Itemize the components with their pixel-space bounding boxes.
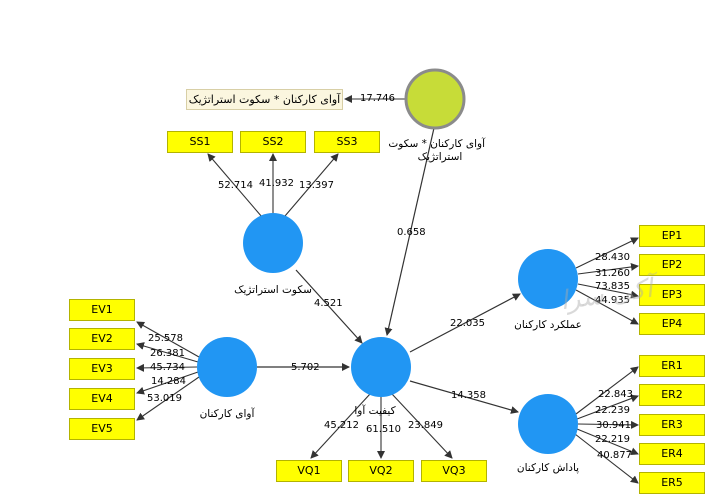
indicator-ev3[interactable]: EV3 [69,358,135,380]
loading-value-ev3: 45.734 [150,362,185,373]
indicator-ss1[interactable]: SS1 [167,131,233,153]
loading-value-ev5: 53.019 [147,393,182,404]
indicator-er2[interactable]: ER2 [639,384,705,406]
loading-ss3 [284,153,339,217]
indicator-vq3[interactable]: VQ3 [421,460,487,482]
loading-value-vq3: 23.849 [408,420,443,431]
indicator-vq1[interactable]: VQ1 [276,460,342,482]
construct-interaction-node[interactable] [404,68,466,130]
construct-vq-node[interactable] [351,337,411,397]
loading-value-ev2: 26.381 [150,348,185,359]
loading-value-ep2: 31.260 [595,268,630,279]
interaction-term-box[interactable]: آوای کارکنان * سکوت استراتژیک [186,89,343,110]
path-value-inter-vq: 0.658 [397,227,426,238]
indicator-ss2[interactable]: SS2 [240,131,306,153]
indicator-ep1[interactable]: EP1 [639,225,705,247]
loading-ev3 [136,363,198,372]
loading-value-ss3: 13.397 [299,180,334,191]
indicator-ev1[interactable]: EV1 [69,299,135,321]
loading-value-ep1: 28.430 [595,252,630,263]
construct-ev-label: آوای کارکنان [199,408,255,420]
loading-er1 [575,366,639,415]
loading-ev5 [136,376,200,421]
construct-interaction-label-1: آوای کارکنان * سکوت [388,138,485,150]
indicator-ss3[interactable]: SS3 [314,131,380,153]
indicator-ep2[interactable]: EP2 [639,254,705,276]
loading-er5 [574,433,639,484]
construct-interaction-label-2: استراتژیک [417,151,463,163]
loading-value-er4: 22.219 [595,434,630,445]
loading-value-ev1: 25.578 [148,333,183,344]
construct-ep-label: عملکرد کارکنان [514,319,582,331]
loading-value-vq1: 45.212 [324,420,359,431]
indicator-er3[interactable]: ER3 [639,414,705,436]
indicator-ep4[interactable]: EP4 [639,313,705,335]
construct-ss-label: سکوت استراتژیک [234,284,312,296]
indicator-er5[interactable]: ER5 [639,472,705,494]
loading-ep1 [575,237,639,269]
loading-er3 [577,420,639,429]
path-value-ev-vq: 5.702 [291,362,320,373]
loading-value-er1: 22.843 [598,389,633,400]
loading-value-er3: 30.941 [596,420,631,431]
loading-vq3 [391,393,453,459]
indicator-vq2[interactable]: VQ2 [348,460,414,482]
loading-value-er2: 22.239 [595,405,630,416]
loading-value-interaction: 17.746 [360,93,395,104]
construct-ss-node[interactable] [243,213,303,273]
construct-er-node[interactable] [518,394,578,454]
loading-ev2 [136,342,199,363]
path-vq-to-er [409,380,519,414]
loading-value-ss2: 41.932 [259,178,294,189]
construct-ev-node[interactable] [197,337,257,397]
indicator-ep3[interactable]: EP3 [639,284,705,306]
loading-er2 [576,394,639,420]
path-value-vq-ep: 22.035 [450,318,485,329]
loading-value-er5: 40.877 [597,450,632,461]
indicator-ev4[interactable]: EV4 [69,388,135,410]
loading-er4 [576,428,639,456]
construct-ep-node[interactable] [518,249,578,309]
loading-value-ss1: 52.714 [218,180,253,191]
loading-ev4 [136,371,199,395]
loading-value-ev4: 14.284 [151,376,186,387]
indicator-ev2[interactable]: EV2 [69,328,135,350]
indicator-er1[interactable]: ER1 [639,355,705,377]
loading-value-ep3: 73.835 [595,281,630,292]
path-ss-to-vq [295,269,363,344]
path-interaction-to-vq [384,127,435,336]
loading-ep4 [575,289,639,325]
path-vq-to-ep [409,293,521,353]
loading-ss1 [207,153,263,218]
loading-value-ep4: 44.935 [595,295,630,306]
loading-value-vq2: 61.510 [366,424,401,435]
loading-ep2 [577,262,639,275]
path-value-vq-er: 14.358 [451,390,486,401]
loading-vq1 [310,393,371,459]
indicator-ev5[interactable]: EV5 [69,418,135,440]
construct-er-label: پاداش کارکنان [516,462,580,474]
loading-ev1 [136,321,200,358]
loading-ep3 [577,283,639,299]
indicator-er4[interactable]: ER4 [639,443,705,465]
path-value-ss-vq: 4.521 [314,298,343,309]
construct-vq-label: کیفیت آوا [354,405,396,417]
